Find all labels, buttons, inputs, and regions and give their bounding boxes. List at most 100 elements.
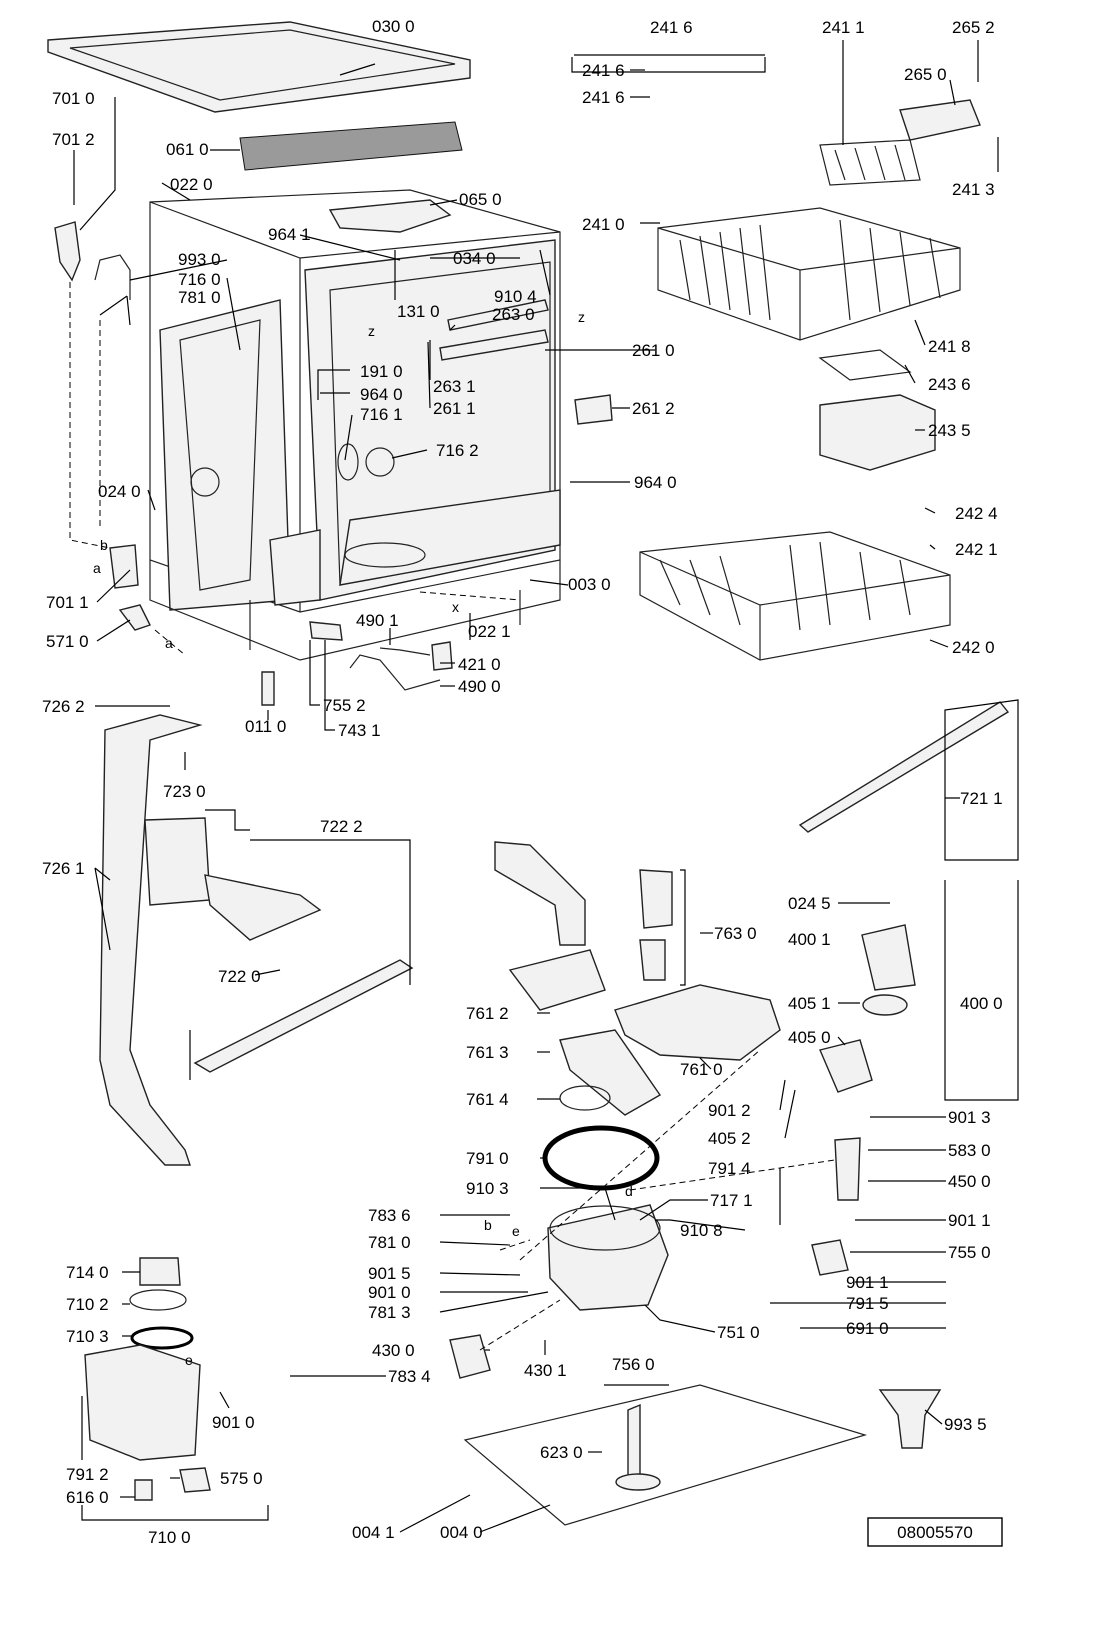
foot-screw-drawing [261, 671, 275, 706]
dispenser-cap-drawing [139, 1257, 181, 1286]
dispenser-seal-drawing [130, 1326, 194, 1350]
label-430-1: 430 1 [524, 1361, 567, 1380]
water-hose-drawing [54, 221, 81, 282]
label-691-0: 691 0 [846, 1319, 889, 1338]
label-405-0: 405 0 [788, 1028, 831, 1047]
label-242-0: 242 0 [952, 638, 995, 657]
supply-pipe-drawing [99, 714, 203, 1166]
label-261-1: 261 1 [433, 399, 476, 418]
float-disc-drawing [615, 1473, 661, 1491]
label-901-5: 901 5 [368, 1264, 411, 1283]
label-721-1: 721 1 [960, 789, 1003, 808]
label-241-6-c: 241 6 [582, 88, 625, 107]
gasket-791-drawing [542, 1125, 660, 1191]
label-726-2: 726 2 [42, 697, 85, 716]
cup-rack-drawing [819, 139, 921, 186]
label-751-0: 751 0 [717, 1323, 760, 1342]
label-003-0: 003 0 [568, 575, 611, 594]
power-cord-drawing [349, 647, 441, 691]
impeller-drawing [862, 994, 908, 1016]
label-761-4: 761 4 [466, 1090, 509, 1109]
door-hinge-drawing [309, 621, 343, 641]
rail-clip-drawing [574, 394, 613, 425]
rack-bracket-drawing [899, 99, 981, 141]
label-993-5: 993 5 [944, 1415, 987, 1434]
float-stem-drawing [627, 1403, 641, 1476]
top-cover-drawing [47, 21, 471, 113]
label-241-0: 241 0 [582, 215, 625, 234]
label-405-2: 405 2 [708, 1129, 751, 1148]
label-022-0: 022 0 [170, 175, 213, 194]
label-781-3: 781 3 [368, 1303, 411, 1322]
label-743-1: 743 1 [338, 721, 381, 740]
label-261-0: 261 0 [632, 341, 675, 360]
label-241-3: 241 3 [952, 180, 995, 199]
marker-z-1: z [368, 323, 375, 339]
label-901-1-a: 901 1 [948, 1211, 991, 1230]
label-024-5: 024 5 [788, 894, 831, 913]
label-761-3: 761 3 [466, 1043, 509, 1062]
marker-e-2: e [185, 1352, 193, 1368]
label-716-1: 716 1 [360, 405, 403, 424]
label-710-2: 710 2 [66, 1295, 109, 1314]
base-tray-drawing [463, 1384, 868, 1526]
label-131-0: 131 0 [397, 302, 440, 321]
label-901-3: 901 3 [948, 1108, 991, 1127]
label-722-2: 722 2 [320, 817, 363, 836]
label-263-1: 263 1 [433, 377, 476, 396]
filter-cup-drawing [639, 939, 666, 981]
label-716-2: 716 2 [436, 441, 479, 460]
cutlery-basket-drawing [819, 394, 936, 471]
label-901-0-b: 901 0 [212, 1413, 255, 1432]
label-710-0: 710 0 [148, 1528, 191, 1547]
label-421-0: 421 0 [458, 655, 501, 674]
label-405-1: 405 1 [788, 994, 831, 1013]
connector-616-drawing [134, 1479, 153, 1501]
label-710-3: 710 3 [66, 1327, 109, 1346]
seal-ring-drawing [559, 1085, 611, 1111]
label-964-0-a: 964 0 [360, 385, 403, 404]
label-243-5: 243 5 [928, 421, 971, 440]
dispenser-ring-drawing [129, 1289, 187, 1311]
label-910-4: 910 4 [494, 287, 537, 306]
leader-lines [73, 40, 1019, 1533]
insulation-strip-drawing [239, 121, 463, 171]
label-717-1: 717 1 [710, 1191, 753, 1210]
u-tube-drawing [94, 254, 131, 300]
dashed-assembly-lines [69, 282, 836, 1351]
rail-263-drawing [447, 299, 549, 331]
label-400-1: 400 1 [788, 930, 831, 949]
upper-basket-drawing [657, 207, 961, 341]
filter-plate-drawing [614, 984, 781, 1061]
dispenser-bracket-drawing [109, 544, 139, 589]
label-450-0: 450 0 [948, 1172, 991, 1191]
rinse-funnel-drawing [878, 1389, 942, 1449]
sensor-575-drawing [179, 1467, 211, 1493]
cord-connector-drawing [431, 641, 453, 671]
label-265-0: 265 0 [904, 65, 947, 84]
marker-b-1: b [100, 537, 108, 553]
label-024-0: 024 0 [98, 482, 141, 501]
label-910-3: 910 3 [466, 1179, 509, 1198]
label-761-0: 761 0 [680, 1060, 723, 1079]
pump-motor-drawing [861, 924, 916, 991]
label-011-0: 011 0 [245, 717, 286, 736]
heater-pipe-drawing [834, 1137, 861, 1201]
label-242-4: 242 4 [955, 504, 998, 523]
label-400-0: 400 0 [960, 994, 1003, 1013]
label-901-0-a: 901 0 [368, 1283, 411, 1302]
upper-spray-arm-drawing [798, 701, 1010, 833]
softener-drawing [84, 1344, 201, 1461]
pipe-bracket-drawing [144, 817, 211, 906]
label-763-0: 763 0 [714, 924, 757, 943]
pump-housing-drawing [547, 1204, 669, 1311]
marker-d-1: d [625, 1183, 633, 1199]
label-910-8: 910 8 [680, 1221, 723, 1240]
sump-housing-drawing [559, 1029, 662, 1116]
label-964-0-b: 964 0 [634, 473, 677, 492]
label-030-0: 030 0 [372, 17, 415, 36]
label-065-0: 065 0 [459, 190, 502, 209]
circ-pump-drawing [819, 1039, 873, 1093]
reference-markers: a b a x z z b d e e [93, 309, 633, 1368]
